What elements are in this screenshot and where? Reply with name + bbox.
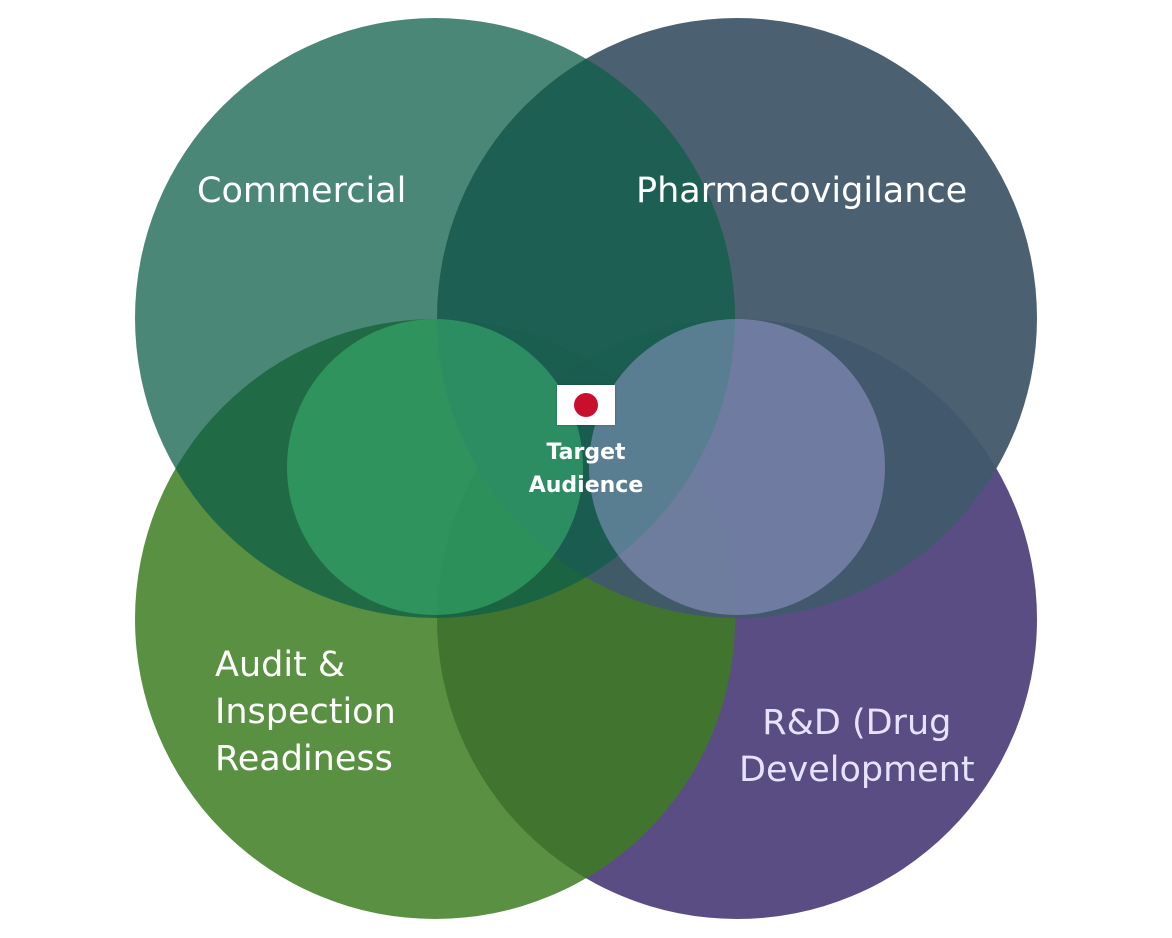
overlay-right-middle (589, 319, 885, 615)
label-audit: Audit & Inspection Readiness (215, 645, 396, 779)
label-pharmacovigilance: Pharmacovigilance (636, 171, 968, 211)
label-rnd: R&D (Drug Development (739, 703, 975, 790)
center-label: Target Audience (528, 440, 644, 498)
overlay-left-middle (287, 319, 583, 615)
label-commercial: Commercial (197, 171, 407, 211)
circle-commercial (135, 18, 735, 618)
japan-flag-icon (557, 385, 615, 425)
flag-sun (574, 393, 598, 417)
